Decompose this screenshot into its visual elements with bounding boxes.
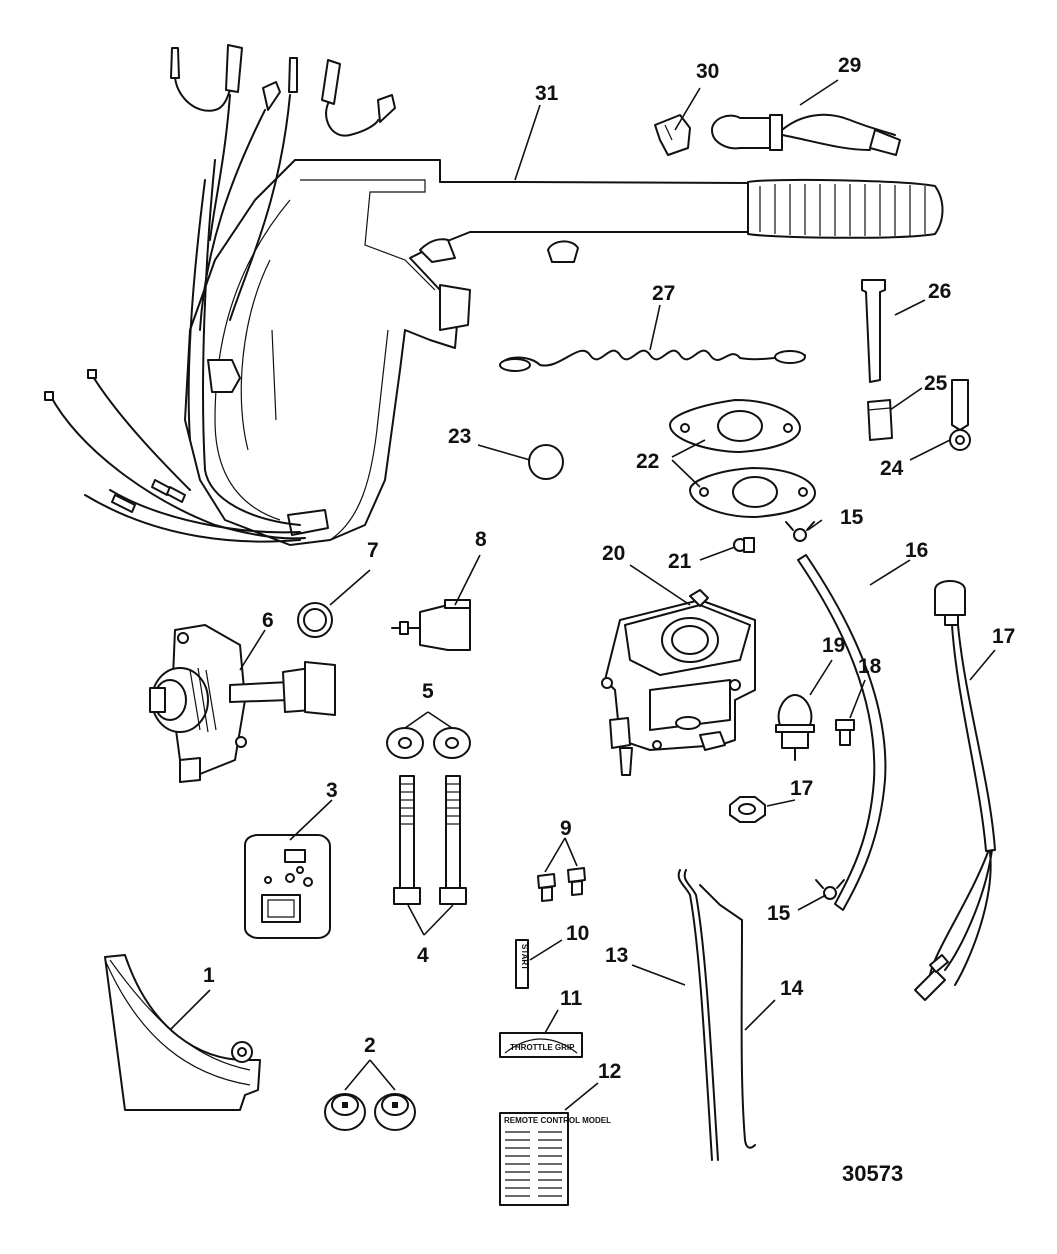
part-9-screws <box>537 867 586 902</box>
part-26-boot <box>867 399 893 441</box>
callout-22: 21 <box>668 550 692 573</box>
part-7-ring <box>297 602 333 638</box>
part-8-switch-plug <box>391 599 471 651</box>
figure-number: 30573 <box>842 1161 903 1186</box>
part-15-clamp-upper <box>785 521 815 542</box>
placard-title: REMOTE CONTROL MODEL <box>504 1116 611 1125</box>
callout-25: 24 <box>880 457 904 480</box>
part-15-clamp-lower <box>815 879 845 900</box>
callout-4: 4 <box>417 944 429 967</box>
part-25-terminal <box>949 379 971 451</box>
part-4-bolts <box>393 775 467 905</box>
callout-14: 14 <box>780 977 804 1000</box>
callout-17: 17 <box>992 625 1015 648</box>
callout-10: 10 <box>566 922 589 945</box>
part-5-washers <box>386 727 471 759</box>
callout-19: 18 <box>858 655 882 678</box>
part-21-carburetor <box>601 589 756 776</box>
part-30-clip <box>654 114 691 156</box>
part-28-lanyard <box>499 349 806 372</box>
part-19-screw <box>835 719 855 746</box>
callout-18: 17 <box>790 777 813 800</box>
start-decal-text: START <box>520 944 529 970</box>
callout-16: 16 <box>905 539 928 562</box>
placard-lines <box>505 1131 562 1197</box>
callout-12: 12 <box>598 1060 621 1083</box>
callout-31: 31 <box>535 82 559 105</box>
part-10-start-decal: START <box>515 939 529 989</box>
callout-20: 19 <box>822 634 845 657</box>
part-20-primer-bulb <box>775 694 815 761</box>
part-12-placard: REMOTE CONTROL MODEL <box>499 1112 611 1206</box>
part-31-tiller-handle <box>44 44 944 546</box>
throttle-decal-text: THROTTLE GRIP <box>510 1043 575 1052</box>
callout-7: 7 <box>367 539 379 562</box>
callout-28: 27 <box>652 282 675 305</box>
part-18-nut <box>729 796 766 823</box>
part-3-plate <box>244 834 331 939</box>
callout-3: 3 <box>326 779 338 802</box>
part-13-link-rod <box>677 869 719 1161</box>
callout-8: 8 <box>475 528 487 551</box>
part-1-bracket <box>104 954 261 1111</box>
callout-1: 1 <box>203 964 215 987</box>
part-17-wire-harness <box>914 580 996 1001</box>
callout-29: 29 <box>838 54 861 77</box>
part-29-switch <box>711 113 901 156</box>
part-23-gaskets <box>669 399 816 518</box>
callout-23: 22 <box>636 450 659 473</box>
callout-30: 30 <box>696 60 719 83</box>
callout-11: 11 <box>560 987 583 1010</box>
part-11-throttle-decal: THROTTLE GRIP <box>499 1032 583 1058</box>
part-14-link-rod <box>699 884 756 1149</box>
callout-27: 26 <box>928 280 951 303</box>
part-24-ball <box>528 444 564 480</box>
callout-15-lower: 15 <box>767 902 791 925</box>
callouts: 31 30 29 27 26 25 24 23 22 15 21 20 16 1… <box>203 54 1015 1186</box>
part-2-caps <box>324 1093 416 1131</box>
callout-26: 25 <box>924 372 948 395</box>
callout-15-upper: 15 <box>840 506 864 529</box>
leader-lines <box>169 79 996 1111</box>
part-6-throttle-assembly <box>149 624 336 783</box>
callout-13: 13 <box>605 944 628 967</box>
part-27-pin <box>861 279 886 383</box>
callout-24: 23 <box>448 425 471 448</box>
part-16-fuel-hose <box>797 554 887 911</box>
callout-5: 5 <box>422 680 434 703</box>
callout-6: 6 <box>262 609 274 632</box>
callout-21: 20 <box>602 542 625 565</box>
part-22-fitting <box>733 537 755 553</box>
callout-2: 2 <box>364 1034 376 1057</box>
callout-9: 9 <box>560 817 572 840</box>
